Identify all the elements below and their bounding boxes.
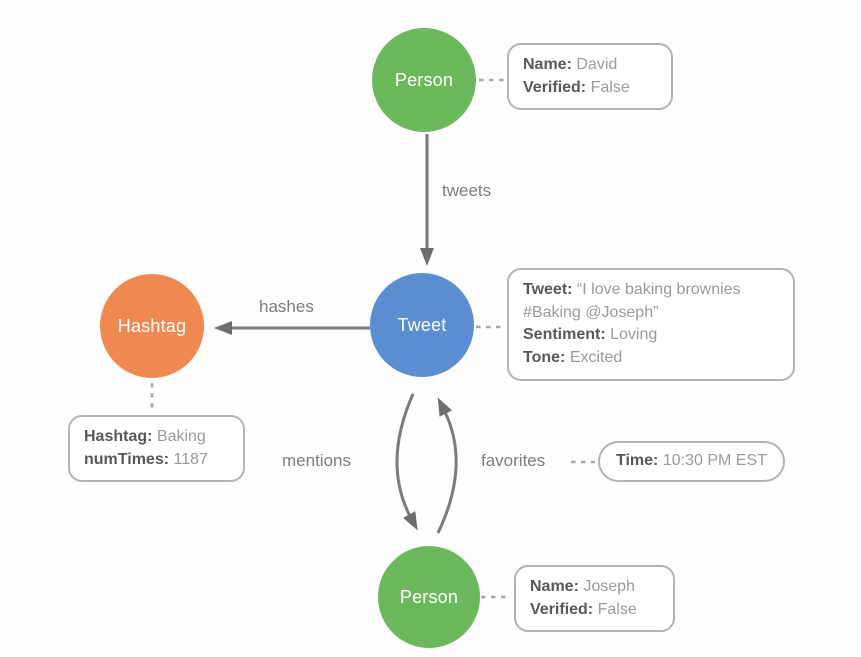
property-line: Verified: False <box>530 600 637 618</box>
edge-label-mentions: mentions <box>282 451 351 470</box>
property-box-favorites-time: Time: 10:30 PM EST <box>598 441 785 482</box>
node-tweet: Tweet <box>370 273 474 377</box>
property-line: numTimes: 1187 <box>84 450 208 468</box>
node-hashtag: Hashtag <box>100 274 204 378</box>
property-box-tweet: Tweet: “I love baking brownies #Baking @… <box>507 268 795 381</box>
node-tweet-label: Tweet <box>397 314 447 335</box>
edge-mentions-arrow <box>395 393 418 531</box>
property-line: Name: David <box>523 56 618 73</box>
property-line: Verified: False <box>523 78 630 96</box>
property-box-hashtag: Hashtag: Baking numTimes: 1187 <box>68 415 245 483</box>
node-person-top: Person <box>372 28 476 132</box>
edge-label-tweets: tweets <box>442 181 492 200</box>
property-line: Name: Joseph <box>530 578 635 595</box>
property-line: Time: 10:30 PM EST <box>616 452 767 469</box>
property-box-person-bottom: Name: Joseph Verified: False <box>514 565 675 633</box>
node-hashtag-label: Hashtag <box>117 315 187 336</box>
node-person-top-label: Person <box>394 69 454 90</box>
property-line: Tweet: “I love baking brownies #Baking @… <box>523 281 741 321</box>
node-person-bottom: Person <box>378 546 480 648</box>
property-line: Tone: Excited <box>523 349 623 367</box>
property-box-person-top: Name: David Verified: False <box>507 43 673 111</box>
edge-favorites-arrow <box>436 397 458 534</box>
property-line: Sentiment: Loving <box>523 326 658 344</box>
property-line: Hashtag: Baking <box>84 428 206 445</box>
node-person-bottom-label: Person <box>399 586 459 607</box>
edge-label-favorites: favorites <box>481 451 546 470</box>
edge-label-hashes: hashes <box>259 297 314 316</box>
